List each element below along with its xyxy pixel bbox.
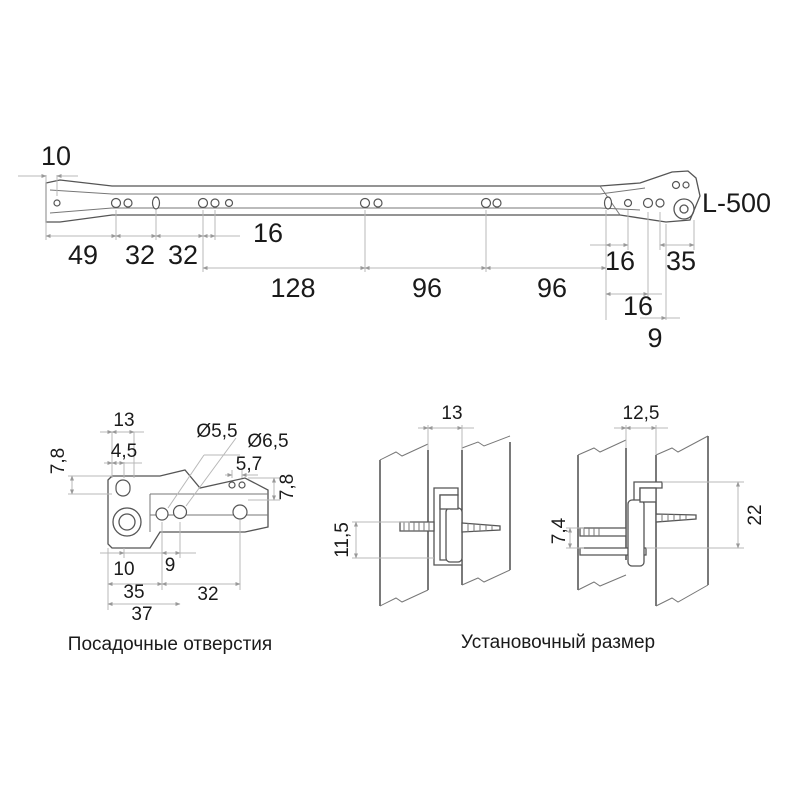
dim-32-a: 32 xyxy=(125,240,155,270)
dim-d5-5: Ø5,5 xyxy=(196,421,237,442)
mount-holes-caption: Посадочные отверстия xyxy=(68,634,272,655)
mount-dimension-lines xyxy=(68,430,280,610)
rail-body xyxy=(45,170,701,223)
dim-11-5: 11,5 xyxy=(332,522,353,558)
rail-dimension-lines xyxy=(18,174,695,320)
install-size-drawing: 13 11,5 xyxy=(332,403,766,653)
rail-holes xyxy=(53,180,695,220)
dim-32: 32 xyxy=(197,584,218,605)
mount-holes-drawing: 13 4,5 7,8 Ø5,5 Ø6,5 5,7 7,8 10 9 35 32 … xyxy=(48,410,298,655)
dim-5-7: 5,7 xyxy=(236,454,262,475)
dim-7-4: 7,4 xyxy=(549,517,570,544)
dim-9: 9 xyxy=(647,323,662,353)
dim-7-8-left: 7,8 xyxy=(48,448,69,474)
wheel-icon xyxy=(673,198,695,220)
dim-35: 35 xyxy=(666,246,696,276)
dim-16-c: 16 xyxy=(623,291,653,321)
dim-37: 37 xyxy=(131,604,152,625)
dim-16-b: 16 xyxy=(605,246,635,276)
dim-9: 9 xyxy=(165,555,176,576)
install-view-left: 13 11,5 xyxy=(332,403,511,607)
mount-bracket xyxy=(107,469,269,549)
dim-13: 13 xyxy=(441,403,462,424)
wheel-icon xyxy=(112,507,142,537)
rail-extension-lines xyxy=(45,175,695,320)
dim-10: 10 xyxy=(41,141,71,171)
install-view-right: 12,5 7,4 22 xyxy=(549,403,766,607)
dim-96-b: 96 xyxy=(537,273,567,303)
dim-13: 13 xyxy=(113,410,134,431)
wheel-icon xyxy=(445,507,463,563)
install-size-caption: Установочный размер xyxy=(461,632,655,653)
dim-16-a: 16 xyxy=(253,218,283,248)
dim-35: 35 xyxy=(123,582,144,603)
dim-32-b: 32 xyxy=(168,240,198,270)
length-label: L-500 xyxy=(702,188,771,218)
dim-4-5: 4,5 xyxy=(111,441,137,462)
wheel-icon xyxy=(627,499,645,567)
rail-drawing: 10 L-500 49 32 32 16 16 35 128 96 96 16 … xyxy=(18,141,771,353)
dim-96-a: 96 xyxy=(412,273,442,303)
dim-12-5: 12,5 xyxy=(623,403,660,424)
dim-128: 128 xyxy=(270,273,315,303)
dim-49: 49 xyxy=(68,240,98,270)
dim-22: 22 xyxy=(745,504,766,525)
dim-7-8-right: 7,8 xyxy=(277,474,298,500)
dim-10: 10 xyxy=(113,559,134,580)
dim-d6-5: Ø6,5 xyxy=(247,431,288,452)
